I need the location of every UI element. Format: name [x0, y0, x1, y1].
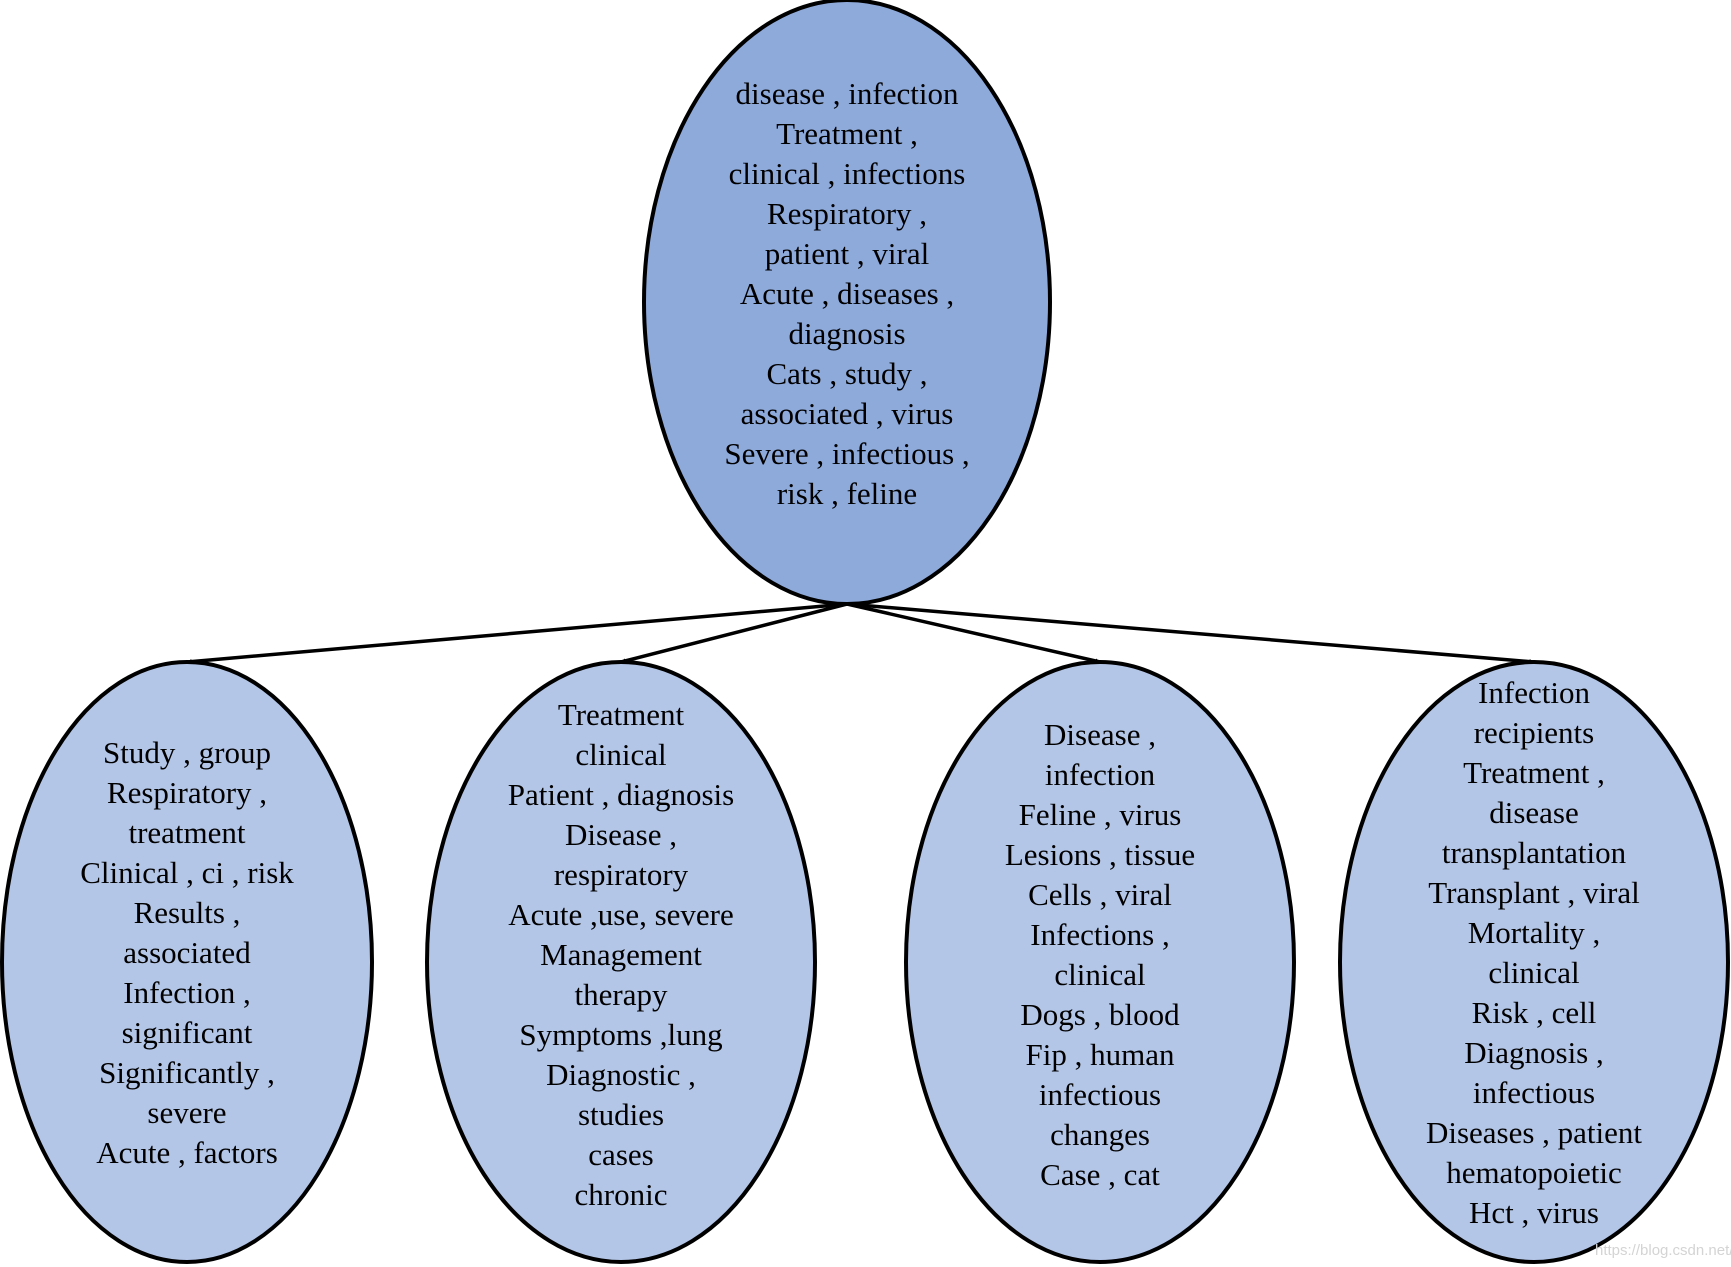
- watermark-text: https://blog.csdn.net/: [1595, 1242, 1731, 1259]
- root-ellipse: [642, 0, 1052, 606]
- root-line: Respiratory ,: [767, 196, 927, 231]
- root-line: Treatment ,: [776, 116, 918, 151]
- child-2-line: cases: [588, 1137, 653, 1172]
- child-2-line: therapy: [575, 977, 668, 1012]
- child-3-line: Dogs , blood: [1020, 997, 1180, 1032]
- child-1-line: Infection ,: [123, 975, 250, 1010]
- child-3-line: infection: [1045, 757, 1156, 792]
- child-3-line: Case , cat: [1040, 1157, 1160, 1192]
- child-1-line: Study , group: [103, 735, 271, 770]
- child-1-line: severe: [147, 1095, 226, 1130]
- child-4-line: clinical: [1488, 955, 1579, 990]
- root-line: Severe , infectious ,: [724, 436, 969, 471]
- child-1-line: Respiratory ,: [107, 775, 267, 810]
- child-2-line: Management: [540, 937, 702, 972]
- child-4-line: Infection: [1478, 675, 1590, 710]
- child-1-line: Results ,: [134, 895, 241, 930]
- child-3-line: Fip , human: [1026, 1037, 1175, 1072]
- root-line: disease , infection: [736, 76, 959, 111]
- child-1-ellipse: [0, 660, 374, 1264]
- child-3-line: Disease ,: [1044, 717, 1156, 752]
- root-line: clinical , infections: [729, 156, 966, 191]
- child-4-line: hematopoietic: [1446, 1155, 1622, 1190]
- child-4-ellipse: [1338, 660, 1730, 1264]
- child-4-line: Diagnosis ,: [1464, 1035, 1604, 1070]
- child-4-line: infectious: [1473, 1075, 1595, 1110]
- root-line: associated , virus: [741, 396, 954, 431]
- edge-root-to-child-4: [846, 602, 1535, 665]
- child-1-line: Acute , factors: [96, 1135, 278, 1170]
- child-3-line: Cells , viral: [1028, 877, 1172, 912]
- child-2-line: chronic: [575, 1177, 668, 1212]
- child-4-line: Risk , cell: [1472, 995, 1597, 1030]
- child-3-line: infectious: [1039, 1077, 1161, 1112]
- child-4-line: transplantation: [1442, 835, 1627, 870]
- edge-root-to-child-2: [620, 602, 848, 664]
- edges: [186, 602, 1535, 665]
- edge-root-to-child-3: [846, 602, 1101, 664]
- child-4-line: Diseases , patient: [1426, 1115, 1642, 1150]
- root-line: patient , viral: [765, 236, 929, 271]
- child-2-line: studies: [578, 1097, 664, 1132]
- child-3-line: Feline , virus: [1019, 797, 1182, 832]
- child-2-line: Treatment: [558, 697, 685, 732]
- child-3-line: clinical: [1054, 957, 1145, 992]
- child-4-line: Hct , virus: [1469, 1195, 1599, 1230]
- child-1-line: Significantly ,: [99, 1055, 275, 1090]
- edge-root-to-child-1: [186, 602, 848, 665]
- child-1-line: Clinical , ci , risk: [80, 855, 294, 890]
- child-1-line: significant: [122, 1015, 253, 1050]
- child-2-line: Patient , diagnosis: [508, 777, 734, 812]
- child-4-line: Transplant , viral: [1428, 875, 1640, 910]
- child-1-line: treatment: [128, 815, 245, 850]
- child-3-line: changes: [1050, 1117, 1150, 1152]
- root-line: risk , feline: [777, 476, 917, 511]
- child-3-line: Lesions , tissue: [1005, 837, 1195, 872]
- root-line: diagnosis: [788, 316, 905, 351]
- child-2-line: respiratory: [554, 857, 689, 892]
- child-2-line: Disease ,: [565, 817, 677, 852]
- child-1-line: associated: [123, 935, 251, 970]
- child-2-ellipse: [425, 660, 817, 1264]
- child-2-line: Symptoms ,lung: [519, 1017, 722, 1052]
- child-4-line: Mortality ,: [1468, 915, 1601, 950]
- child-3-ellipse: [904, 660, 1296, 1264]
- child-3-line: Infections ,: [1030, 917, 1169, 952]
- child-2-line: clinical: [575, 737, 666, 772]
- root-line: Acute , diseases ,: [740, 276, 954, 311]
- child-2-line: Diagnostic ,: [546, 1057, 696, 1092]
- child-4-line: disease: [1489, 795, 1579, 830]
- child-4-line: Treatment ,: [1463, 755, 1605, 790]
- child-2-line: Acute ,use, severe: [508, 897, 734, 932]
- root-line: Cats , study ,: [766, 356, 927, 391]
- child-4-line: recipients: [1474, 715, 1595, 750]
